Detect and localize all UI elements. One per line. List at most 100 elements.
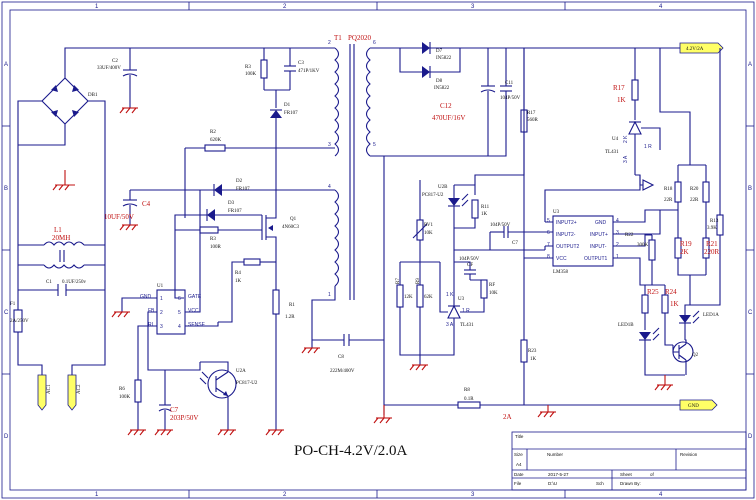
c11-capacitor: C11 104P/50V	[488, 48, 521, 157]
zone-col-2: 2	[283, 4, 287, 10]
l1-choke: L1 20MH	[43, 226, 85, 269]
zone-row-b-right: B	[748, 186, 752, 192]
tb-size-value: A4	[516, 462, 522, 467]
r20-label: R20	[690, 187, 699, 192]
r25-resistor: R25	[641, 285, 659, 330]
d2-value: FR107	[236, 187, 250, 192]
u2b-opto-led: U2B PC817-U2	[422, 184, 476, 228]
r22-value: 300K	[637, 243, 649, 248]
c12-value: 470UF/16V	[432, 114, 465, 122]
db1-label: DB1	[88, 93, 98, 98]
c7-capacitor: C7 203P/50V	[158, 370, 198, 430]
c3-capacitor: C3 471P/1KV	[284, 48, 320, 90]
c1-capacitor: C1 0.1UF/250v	[18, 280, 105, 296]
r18-value: 22R	[664, 198, 673, 203]
r9-resistor: R9 62K	[416, 262, 433, 365]
r1-value: 1.2R	[285, 315, 295, 320]
u3-pin-vcc: VCC	[556, 256, 567, 262]
gnd-c4	[119, 224, 138, 231]
c4-capacitor: C4 10UF/50V	[104, 189, 185, 225]
u3-pin-7: 7	[547, 242, 550, 248]
u3-vcc-wire	[523, 48, 545, 259]
output-positive-port[interactable]: 4.2V/2A	[679, 42, 724, 54]
u3-gnd-sense-wire	[630, 209, 678, 223]
c12-capacitor: C12 470UF/16V	[384, 48, 496, 157]
gnd-divider	[409, 364, 428, 371]
gnd-secondary	[373, 405, 392, 424]
r17b-label: R17	[527, 111, 536, 116]
zone-col-3: 3	[471, 4, 475, 10]
opto-k-wire	[453, 228, 545, 251]
tb-number-label: Number	[547, 452, 564, 457]
c1-label: C1	[46, 280, 52, 285]
led1b-label: LED1B	[618, 323, 634, 328]
u3-pin-1: 1	[616, 254, 619, 260]
aux-return-wire	[311, 286, 336, 348]
r18-label: R18	[664, 187, 673, 192]
u1-pin-ri-label: RI	[148, 322, 153, 328]
r9-label: R9	[416, 278, 421, 284]
u2a-phototransistor: U2A PC817-U2	[199, 361, 258, 430]
u3b-label: U3	[458, 297, 465, 302]
tb-date-label: Date	[514, 472, 524, 477]
c12-label: C12	[440, 102, 452, 110]
u3-out1-wire	[630, 257, 665, 286]
output-gnd-port[interactable]: GND	[679, 399, 718, 411]
c7b-label: C7	[512, 241, 518, 246]
u3-label: U3	[553, 210, 560, 215]
u3-pin-inm1: INPUT-	[590, 244, 607, 250]
tb-size-label: Size	[514, 452, 523, 457]
u4-pin-a: 3 A	[623, 155, 629, 163]
u3-part-label: LM358	[553, 270, 569, 275]
d8-diode: D8 IN5822	[399, 48, 461, 91]
l1-value: 20MH	[52, 234, 70, 242]
d8-value: IN5822	[434, 86, 450, 91]
tb-file-value: D:\U	[548, 481, 557, 486]
c3-value: 471P/1KV	[298, 69, 320, 74]
ac1-connector[interactable]: AC1	[37, 374, 52, 411]
u3b-pin-r: 1 R	[462, 308, 470, 314]
ac2-connector[interactable]: AC2	[67, 374, 82, 411]
r20-value: 22R	[690, 198, 699, 203]
tb-drawn-label: Drawn By:	[620, 481, 641, 486]
rf-resistor: RF 10K	[460, 279, 498, 313]
d3-label: D3	[228, 201, 235, 206]
led1a-led: LED1A	[679, 275, 719, 340]
zone-row-d: D	[4, 434, 9, 440]
r11-resistor: R11 1K	[454, 199, 490, 229]
u3-pin-inp2: INPUT2+	[556, 220, 577, 226]
zone-col-4: 4	[659, 4, 663, 10]
c4-value: 10UF/50V	[104, 213, 134, 221]
zone-row-c: C	[4, 310, 9, 316]
u3-pin-8: 8	[547, 254, 550, 260]
zone-row-a: A	[4, 62, 8, 68]
d1-value: FR107	[284, 111, 298, 116]
d7-label: D7	[436, 49, 443, 54]
r4-label: R4	[235, 271, 241, 276]
r2-value: 620K	[210, 138, 222, 143]
f1-label: F1	[10, 302, 16, 307]
r24-label: R24	[665, 288, 677, 296]
q1-label: Q1	[290, 217, 297, 222]
u1-pin-fb-label: FB	[148, 308, 155, 314]
cf-capacitor: CF 104P/50V	[454, 257, 480, 280]
gnd-q2	[654, 375, 673, 391]
d2-diode: D2 FR107	[185, 179, 335, 196]
u1-sense-wire	[185, 322, 219, 327]
r2-label: R2	[210, 130, 216, 135]
c8-value: 222M/400V	[330, 369, 355, 374]
rf-label: RF	[489, 283, 495, 288]
zone-col-3-bottom: 3	[471, 492, 475, 498]
r20-resistor: R20 22R	[690, 165, 710, 238]
title-block: Title Size A4 Number Revision Date 2017-…	[511, 431, 747, 491]
zone-row-c-right: C	[748, 310, 753, 316]
u3-left-stubs	[545, 221, 553, 259]
u3-inp2-wire	[544, 175, 641, 222]
zone-row-a-right: A	[748, 62, 752, 68]
u1-ri-wire	[137, 325, 157, 380]
t1-label: T1	[334, 34, 342, 42]
cf-label: CF	[467, 263, 473, 268]
u3-pin-gnd: GND	[595, 220, 607, 226]
